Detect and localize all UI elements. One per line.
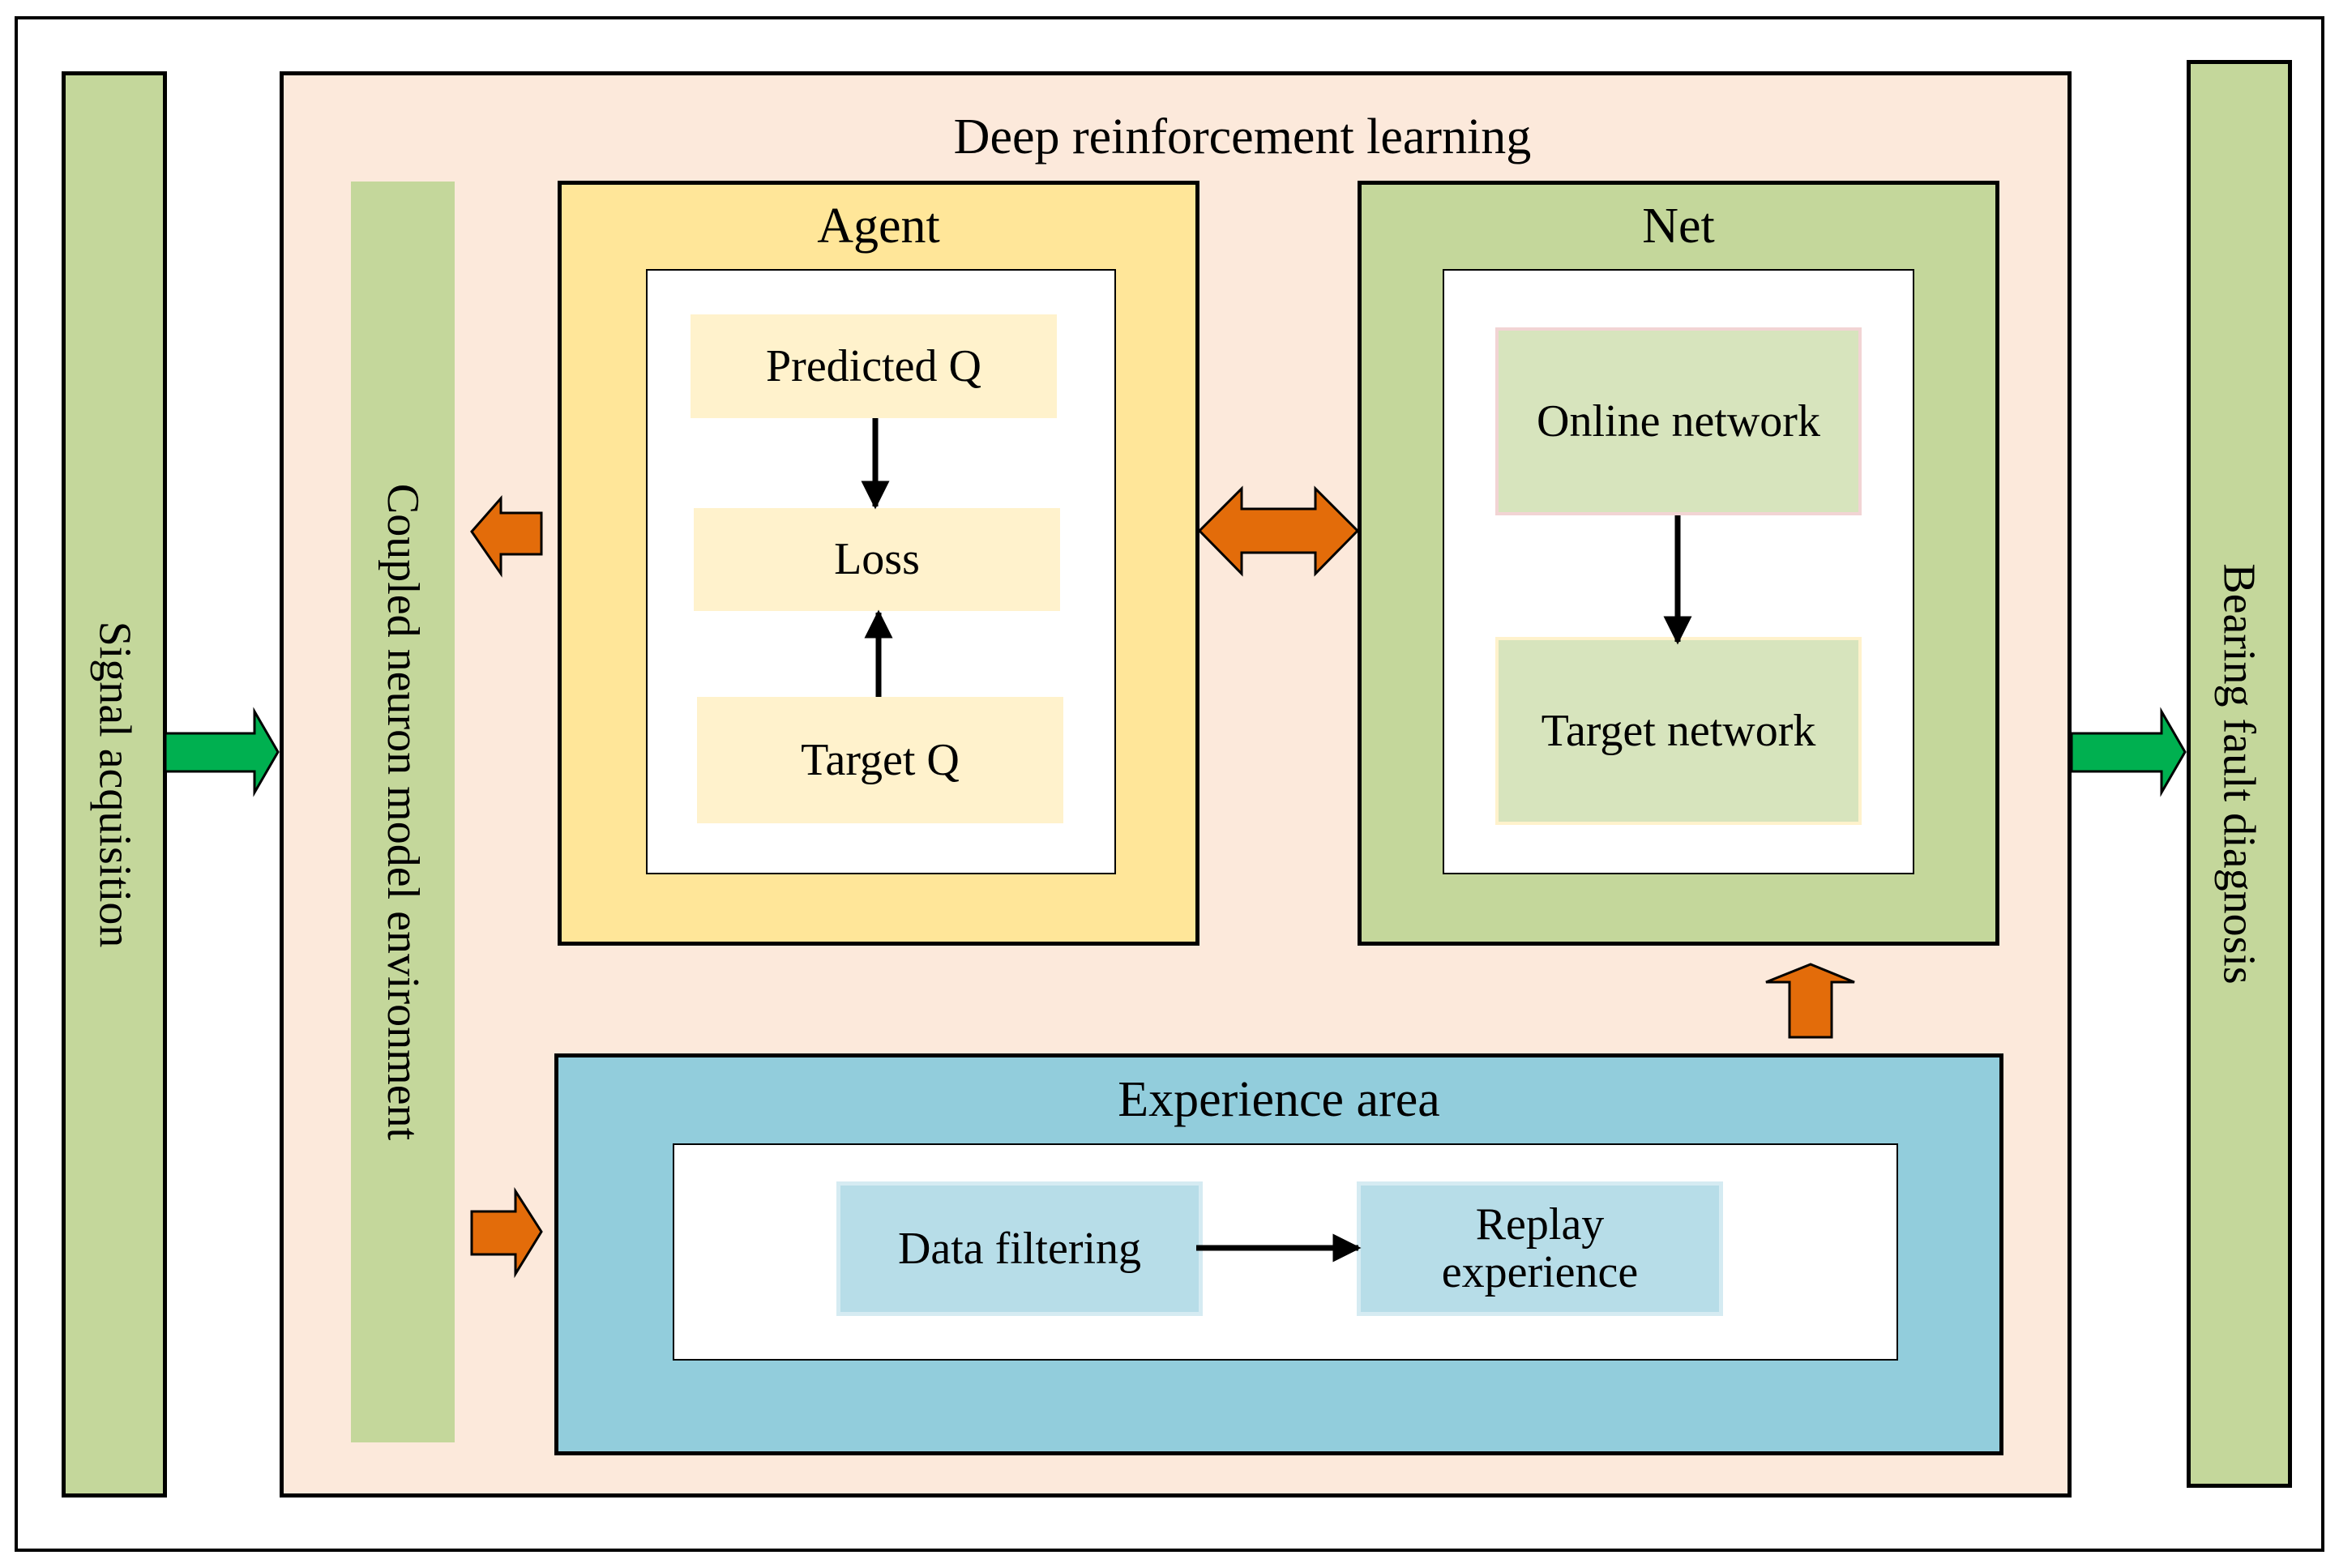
agent-title: Agent — [817, 199, 940, 254]
experience-area-title: Experience area — [1118, 1072, 1440, 1127]
target-q-box: Target Q — [697, 697, 1063, 823]
bearing-fault-diagnosis-panel: Bearing fault diagnosis — [2187, 60, 2292, 1488]
orange-arrow-environment-to-experience — [470, 1186, 543, 1279]
predicted-q-label: Predicted Q — [766, 340, 981, 391]
loss-label: Loss — [834, 534, 920, 585]
predicted-q-box: Predicted Q — [691, 314, 1057, 418]
green-arrow-signal-to-drl — [164, 707, 280, 797]
orange-arrow-agent-to-environment — [470, 495, 543, 578]
loss-box: Loss — [694, 508, 1060, 611]
replay-label-line1: Replay — [1475, 1199, 1605, 1250]
signal-acquisition-panel: Signal acquisition — [62, 71, 167, 1498]
net-title: Net — [1642, 199, 1715, 254]
green-arrow-drl-to-diagnosis — [2070, 707, 2187, 797]
data-filtering-label: Data filtering — [897, 1223, 1142, 1274]
target-network-label: Target network — [1541, 705, 1816, 756]
online-network-label: Online network — [1537, 395, 1820, 446]
replay-experience-box: Replay experience — [1357, 1181, 1723, 1316]
drl-title: Deep reinforcement learning — [953, 109, 1532, 164]
target-network-box: Target network — [1495, 637, 1862, 825]
environment-panel: Coupled neuron model environment — [351, 182, 455, 1442]
replay-label-line2: experience — [1441, 1247, 1639, 1297]
orange-arrow-experience-to-net — [1765, 963, 1855, 1039]
data-filtering-box: Data filtering — [836, 1181, 1203, 1316]
orange-double-arrow-agent-net — [1197, 485, 1360, 577]
target-q-label: Target Q — [801, 734, 960, 785]
online-network-box: Online network — [1495, 327, 1862, 515]
